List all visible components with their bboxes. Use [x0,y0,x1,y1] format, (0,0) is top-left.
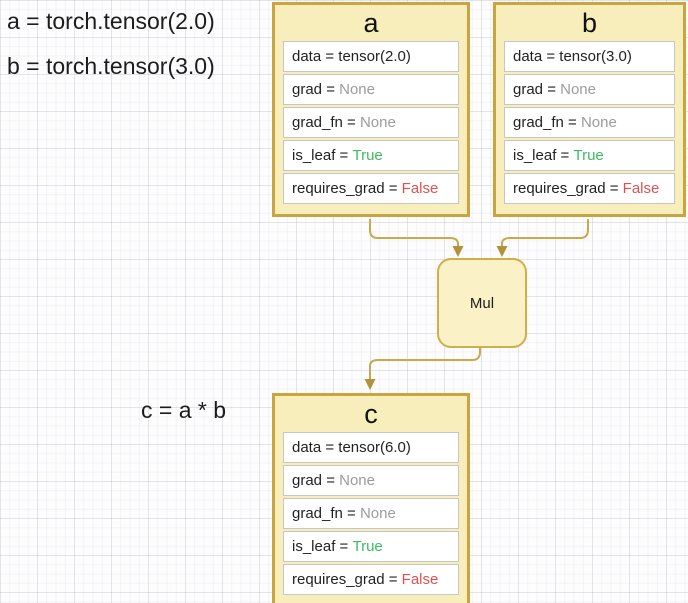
attr-prefix: grad = [292,81,340,98]
attr-value: False [622,180,660,197]
op-node-mul: Mul [437,258,527,348]
edge-mul-to-c [364,348,481,390]
attr-row-is-leaf: is_leaf = True [283,140,459,171]
attr-row-requires-grad: requires_grad = False [283,173,459,204]
node-b-title: b [581,7,598,38]
attr-row-grad: grad = None [504,74,675,105]
attr-prefix: requires_grad = [292,571,402,588]
attr-prefix: is_leaf = [292,538,353,555]
attr-prefix: data = [292,48,339,65]
attr-value: None [580,114,617,131]
tensor-node-b: b data = tensor(3.0) grad = None grad_fn… [493,2,686,217]
attr-value: tensor(6.0) [338,439,411,456]
node-b-rows: data = tensor(3.0) grad = None grad_fn =… [504,41,675,204]
node-a-rows: data = tensor(2.0) grad = None grad_fn =… [283,41,459,204]
code-line-a: a = torch.tensor(2.0) [7,8,215,34]
attr-value: True [352,538,383,555]
node-c-rows: data = tensor(6.0) grad = None grad_fn =… [283,432,459,595]
attr-row-data: data = tensor(3.0) [504,41,675,72]
attr-row-requires-grad: requires_grad = False [504,173,675,204]
attr-row-data: data = tensor(2.0) [283,41,459,72]
edge-b-to-mul [496,219,589,257]
attr-prefix: grad_fn = [292,114,360,131]
arrowhead-icon [496,246,508,257]
attr-value: False [401,180,439,197]
attr-row-grad-fn: grad_fn = None [283,498,459,529]
attr-value: True [573,147,604,164]
attr-prefix: requires_grad = [292,180,402,197]
attr-prefix: grad = [513,81,561,98]
edge-mul-line [369,348,481,380]
op-node-label: Mul [469,294,495,312]
attr-value: None [359,505,396,522]
attr-row-requires-grad: requires_grad = False [283,564,459,595]
attr-value: None [339,472,375,489]
attr-row-grad-fn: grad_fn = None [504,107,675,138]
attr-value: tensor(2.0) [338,48,411,65]
attr-row-grad: grad = None [283,465,459,496]
code-line-b: b = torch.tensor(3.0) [7,53,215,79]
attr-value: True [352,147,383,164]
attr-prefix: is_leaf = [292,147,353,164]
attr-row-grad: grad = None [283,74,459,105]
arrowhead-icon [452,246,464,257]
attr-value: None [339,81,375,98]
attr-prefix: grad_fn = [513,114,581,131]
code-line-c: c = a * b [141,397,227,423]
node-a-title: a [363,7,379,38]
attr-prefix: is_leaf = [513,147,574,164]
attr-prefix: grad_fn = [292,505,360,522]
arrowhead-icon [364,379,376,390]
attr-value: None [359,114,396,131]
edge-b-line [501,219,589,247]
attr-prefix: data = [292,439,339,456]
attr-prefix: requires_grad = [513,180,623,197]
attr-value: None [560,81,596,98]
attr-prefix: data = [513,48,560,65]
attr-row-data: data = tensor(6.0) [283,432,459,463]
tensor-node-c: c data = tensor(6.0) grad = None grad_fn… [272,393,470,603]
attr-row-grad-fn: grad_fn = None [283,107,459,138]
attr-value: tensor(3.0) [559,48,632,65]
tensor-node-a: a data = tensor(2.0) grad = None grad_fn… [272,2,470,217]
edge-a-line [369,219,459,247]
attr-value: False [401,571,439,588]
attr-row-is-leaf: is_leaf = True [504,140,675,171]
node-c-title: c [364,398,378,429]
edge-a-to-mul [369,219,464,257]
attr-row-is-leaf: is_leaf = True [283,531,459,562]
attr-prefix: grad = [292,472,340,489]
